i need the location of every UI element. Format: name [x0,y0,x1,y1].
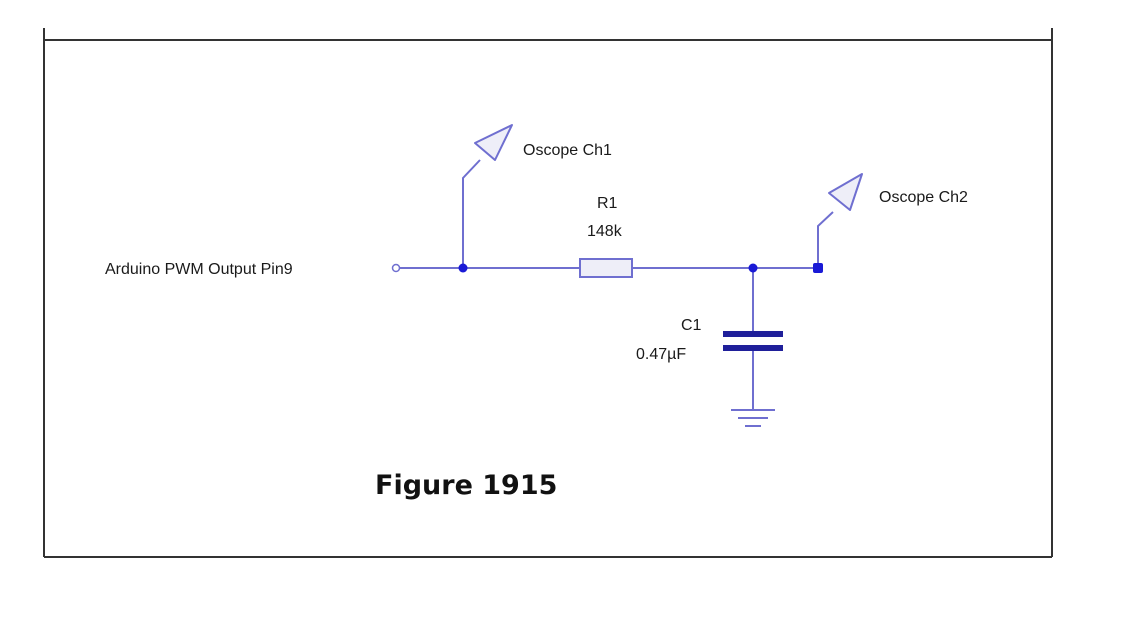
input-label: Arduino PWM Output Pin9 [105,261,293,278]
capacitor-top-plate [723,331,783,337]
capacitor-value: 0.47µF [636,346,686,363]
probe2-arrow-icon [828,173,863,211]
input-terminal [391,263,401,273]
wire-probe2 [817,211,834,268]
junction-node-input [458,263,468,273]
probe2-connection-node [813,263,823,273]
figure-caption: Figure 1915 [375,470,557,501]
resistor-r1-body [579,258,633,278]
probe1-label: Oscope Ch1 [523,142,612,159]
capacitor-bottom-plate [723,345,783,351]
resistor-ref: R1 [597,195,618,212]
junction-node-output [748,263,758,273]
wire-probe1 [462,159,481,268]
resistor-value: 148k [587,223,623,240]
probe1-arrow-icon [474,124,513,161]
capacitor-ref: C1 [681,317,702,334]
ground-icon [731,409,775,427]
probe2-label: Oscope Ch2 [879,189,968,206]
